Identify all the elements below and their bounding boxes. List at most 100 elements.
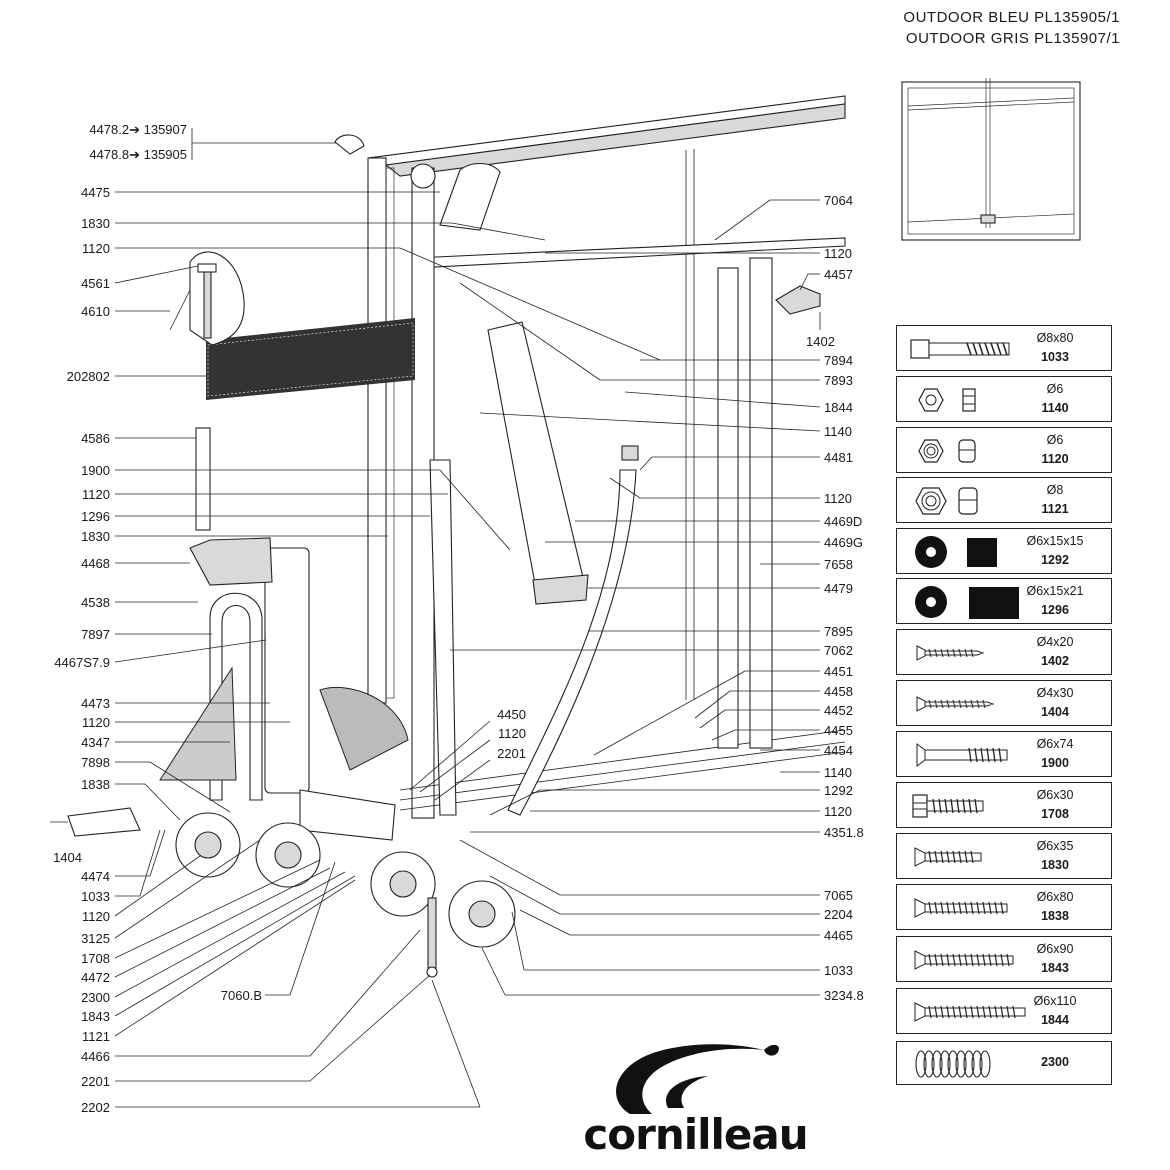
label-1140: 1140 bbox=[824, 424, 852, 439]
legend-code: 2300 bbox=[1041, 1055, 1069, 1069]
legend-item-1844: Ø6x110 1844 bbox=[896, 988, 1112, 1034]
lock-nut-icon bbox=[915, 487, 978, 515]
label-1708: 1708 bbox=[81, 951, 110, 966]
label-1120-c: 1120 bbox=[82, 715, 110, 730]
label-4465: 4465 bbox=[824, 928, 853, 943]
label-4454: 4454 bbox=[824, 743, 853, 758]
label-1830-b: 1830 bbox=[81, 529, 110, 544]
label-3234-8: 3234.8 bbox=[824, 988, 864, 1003]
cornilleau-swoosh-icon bbox=[616, 1044, 779, 1114]
part-4481 bbox=[621, 445, 639, 461]
label-4474: 4474 bbox=[81, 869, 110, 884]
countersunk-screw-icon bbox=[914, 898, 1008, 918]
label-4457: 4457 bbox=[824, 267, 853, 282]
legend-size: Ø4x30 bbox=[1036, 686, 1074, 700]
countersunk-screw-icon bbox=[914, 1002, 1026, 1022]
label-1120-a: 1120 bbox=[82, 241, 110, 256]
label-4466: 4466 bbox=[81, 1049, 110, 1064]
legend-item-1402: Ø4x20 1402 bbox=[896, 629, 1112, 675]
part-4475 bbox=[439, 162, 501, 231]
label-4468: 4468 bbox=[81, 556, 110, 571]
legend-size: Ø4x20 bbox=[1036, 635, 1074, 649]
legend-item-1404: Ø4x30 1404 bbox=[896, 680, 1112, 726]
legend-code: 1140 bbox=[1041, 401, 1069, 415]
legs-4469 bbox=[429, 321, 637, 816]
washer-square-icon bbox=[915, 586, 1019, 619]
label-4479: 4479 bbox=[824, 581, 853, 596]
legend-code: 1120 bbox=[1041, 452, 1069, 466]
label-1120-h: 1120 bbox=[824, 804, 852, 819]
label-2201: 2201 bbox=[81, 1074, 110, 1089]
legend-code: 1121 bbox=[1041, 502, 1069, 516]
legend-size: Ø6x90 bbox=[1036, 942, 1074, 956]
label-4351-8: 4351.8 bbox=[824, 825, 864, 840]
legend-code: 1830 bbox=[1041, 858, 1069, 872]
label-4538: 4538 bbox=[81, 595, 110, 610]
legend-size: Ø8 bbox=[1046, 483, 1064, 497]
countersunk-screw-icon bbox=[914, 950, 1014, 970]
label-1120-e: 1120 bbox=[498, 726, 526, 741]
label-3125: 3125 bbox=[81, 931, 110, 946]
legend-item-1843: Ø6x90 1843 bbox=[896, 936, 1112, 982]
legend-code: 1404 bbox=[1041, 705, 1069, 719]
cornilleau-logo: cornilleau bbox=[568, 1038, 823, 1159]
brand-name: cornilleau bbox=[583, 1110, 808, 1159]
wheel-assembly bbox=[67, 537, 516, 978]
label-1120-g: 1120 bbox=[824, 491, 852, 506]
label-4452: 4452 bbox=[824, 703, 853, 718]
legend-code: 1843 bbox=[1041, 961, 1069, 975]
label-7898: 7898 bbox=[81, 755, 110, 770]
label-1402: 1402 bbox=[806, 334, 835, 349]
hex-bolt-icon bbox=[912, 794, 984, 818]
spring-icon bbox=[915, 1050, 991, 1078]
label-7894: 7894 bbox=[824, 353, 853, 368]
legend-item-1830: Ø6x35 1830 bbox=[896, 833, 1112, 879]
part-4478 bbox=[334, 134, 365, 155]
label-7897: 7897 bbox=[81, 627, 110, 642]
legend-item-1296: Ø6x15x21 1296 bbox=[896, 578, 1112, 624]
label-4469G: 4469G bbox=[824, 535, 863, 550]
label-1120-b: 1120 bbox=[82, 487, 110, 502]
net-post bbox=[169, 251, 245, 346]
label-1033: 1033 bbox=[81, 889, 110, 904]
legend-item-2300: 2300 bbox=[896, 1041, 1112, 1085]
label-4467S7-9: 4467S7.9 bbox=[54, 655, 110, 670]
leader-lines-right bbox=[450, 199, 821, 996]
legend-code: 1900 bbox=[1041, 756, 1069, 770]
legend-item-1292: Ø6x15x15 1292 bbox=[896, 528, 1112, 574]
label-4478-2: 4478.2➔ 135907 bbox=[89, 122, 187, 137]
legend-code: 1292 bbox=[1041, 553, 1069, 567]
label-4450: 4450 bbox=[497, 707, 526, 722]
label-7065: 7065 bbox=[824, 888, 853, 903]
label-2204: 2204 bbox=[824, 907, 853, 922]
right-labels: 7064 1120 4457 1402 7894 7893 1844 1140 … bbox=[806, 193, 864, 1003]
label-1120-f: 1120 bbox=[824, 246, 852, 261]
legend-size: Ø6x110 bbox=[1033, 994, 1077, 1008]
legend-code: 1296 bbox=[1041, 603, 1069, 617]
bolt-hex-icon bbox=[910, 339, 1010, 359]
label-1830-a: 1830 bbox=[81, 216, 110, 231]
legend-size: Ø6x30 bbox=[1036, 788, 1074, 802]
label-1292: 1292 bbox=[824, 783, 853, 798]
label-2300: 2300 bbox=[81, 990, 110, 1005]
label-7893: 7893 bbox=[824, 373, 853, 388]
legend-size: Ø6x35 bbox=[1036, 839, 1074, 853]
legend-item-1900: Ø6x74 1900 bbox=[896, 731, 1112, 777]
legend-item-1708: Ø6x30 1708 bbox=[896, 782, 1112, 828]
label-4455: 4455 bbox=[824, 723, 853, 738]
label-1900: 1900 bbox=[81, 463, 110, 478]
legend-size: Ø6 bbox=[1046, 382, 1064, 396]
countersunk-screw-icon bbox=[914, 847, 982, 867]
label-4481: 4481 bbox=[824, 450, 853, 465]
legend-code: 1844 bbox=[1041, 1013, 1069, 1027]
wood-screw-icon bbox=[916, 645, 985, 661]
legend-item-1838: Ø6x80 1838 bbox=[896, 884, 1112, 930]
label-4458: 4458 bbox=[824, 684, 853, 699]
label-4478-8: 4478.8➔ 135905 bbox=[89, 147, 187, 162]
label-7064: 7064 bbox=[824, 193, 853, 208]
label-4451: 4451 bbox=[824, 664, 853, 679]
legend-item-1140: Ø6 1140 bbox=[896, 376, 1112, 422]
label-4561: 4561 bbox=[81, 276, 110, 291]
label-2202: 2202 bbox=[81, 1100, 110, 1115]
